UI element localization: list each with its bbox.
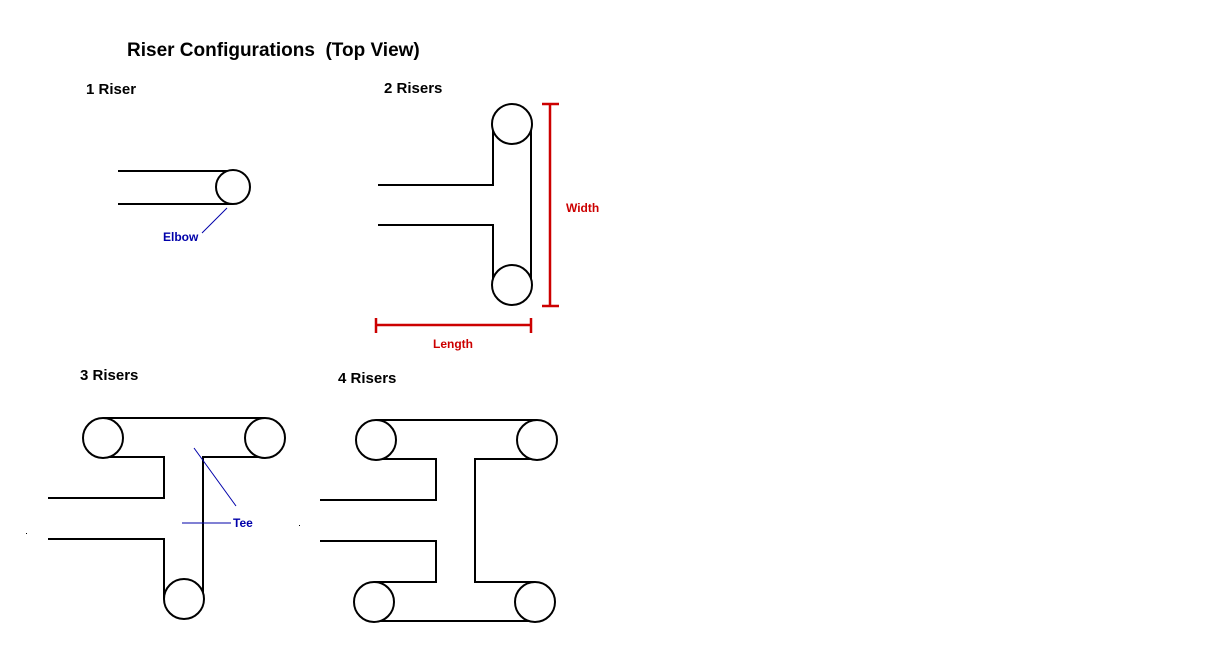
elbow-label: Elbow [163,230,199,244]
config-2-label: 2 Risers [384,80,442,97]
config-3-label: 3 Risers [80,367,138,384]
config-4-label: 4 Risers [338,370,396,387]
riser-circle-bottom [491,264,533,306]
riser-circle-right [244,417,286,459]
config-4-risers: 4 Risers [320,370,558,623]
pipe-outline-lower [378,224,494,285]
riser-circle-bottom [163,578,205,620]
riser-circle-top-right [516,419,558,461]
pipe-outline-right [202,456,265,599]
speck [26,533,27,534]
width-label: Width [566,201,599,215]
riser-circle-bottom-right [514,581,556,623]
length-label: Length [433,337,473,351]
config-1-label: 1 Riser [86,81,136,98]
pipe-outline-upper [378,124,494,186]
elbow-leader-line [201,207,228,234]
pipe-outline-right [474,458,537,583]
speck [299,525,300,526]
pipe-outline-upper-left [48,456,165,499]
pipe-outline-upper-left [320,458,437,501]
riser-circle-top-left [355,419,397,461]
riser-circle-left [82,417,124,459]
riser-circle [215,169,251,205]
pipe-outline-lower-left [320,540,437,583]
length-dimension [374,318,533,333]
pipe-outline-lower-left [48,538,165,599]
riser-circle-top [491,103,533,145]
config-1-riser: 1 Riser Elbow [86,81,251,244]
width-dimension [542,102,559,308]
config-2-risers: 2 Risers Width Length [374,80,599,351]
tee-label: Tee [233,516,253,530]
page-title: Riser Configurations (Top View) [127,40,420,61]
config-3-risers: 3 Risers Tee [48,367,286,620]
riser-circle-bottom-left [353,581,395,623]
tee-leader-diagonal [193,447,237,507]
